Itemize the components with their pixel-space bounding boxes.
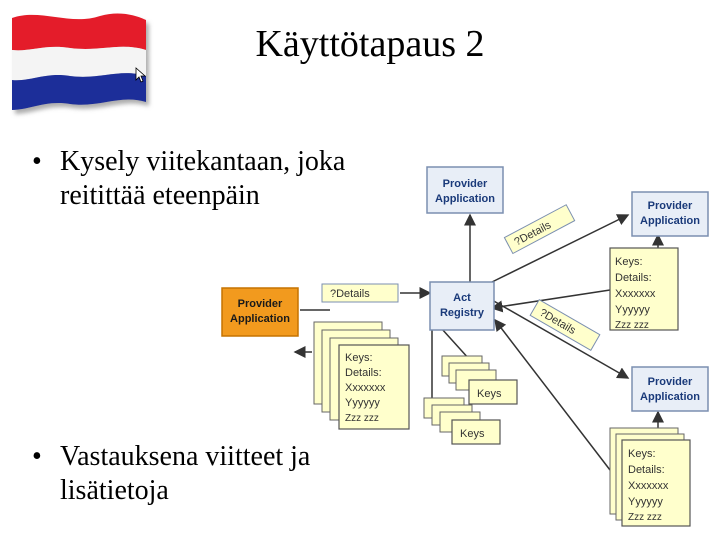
svg-text:Provider: Provider bbox=[648, 200, 693, 212]
svg-text:?Details: ?Details bbox=[330, 288, 370, 300]
provider-box-top: Provider Application bbox=[426, 166, 504, 214]
slide-title: Käyttötapaus 2 bbox=[255, 23, 485, 65]
query-label-left: ?Details bbox=[321, 283, 399, 303]
svg-text:Keys:: Keys: bbox=[615, 256, 643, 268]
bullet-item: • Kysely viitekantaan, joka reitittää et… bbox=[32, 145, 420, 213]
svg-text:Details:: Details: bbox=[628, 464, 665, 476]
bullet-text: Kysely viitekantaan, joka reitittää etee… bbox=[60, 146, 346, 211]
provider-box-orange: Provider Application bbox=[221, 287, 299, 337]
svg-text:Keys:: Keys: bbox=[345, 352, 373, 364]
svg-text:Xxxxxxx: Xxxxxxx bbox=[615, 288, 656, 300]
svg-text:Act: Act bbox=[453, 292, 471, 304]
response-notes-right-top: Keys: Details: Xxxxxxx Yyyyyy Zzz zzz bbox=[609, 247, 679, 331]
provider-box-right-2: Provider Application bbox=[631, 366, 709, 412]
svg-text:Provider: Provider bbox=[238, 298, 283, 310]
bullet-item: • Vastauksena viitteet ja lisätietoja bbox=[32, 440, 420, 508]
svg-text:Keys: Keys bbox=[460, 428, 485, 440]
svg-text:Xxxxxxx: Xxxxxxx bbox=[345, 382, 386, 394]
svg-text:Application: Application bbox=[640, 391, 700, 403]
key-stack-upper: Keys bbox=[441, 355, 518, 405]
key-stack-lower: Keys bbox=[423, 397, 501, 445]
response-notes-right-bottom: Keys: Details: Xxxxxxx Yyyyyy Zzz zzz bbox=[609, 427, 691, 527]
provider-box-right-1: Provider Application bbox=[631, 191, 709, 237]
svg-text:Registry: Registry bbox=[440, 307, 485, 319]
svg-text:Zzz zzz: Zzz zzz bbox=[345, 413, 379, 424]
svg-text:Provider: Provider bbox=[648, 376, 693, 388]
svg-text:Zzz zzz: Zzz zzz bbox=[628, 512, 662, 523]
act-registry-box: Act Registry bbox=[429, 281, 495, 331]
svg-text:Keys: Keys bbox=[477, 388, 502, 400]
svg-text:Application: Application bbox=[230, 313, 290, 325]
svg-text:Keys:: Keys: bbox=[628, 448, 656, 460]
svg-text:Yyyyyy: Yyyyyy bbox=[615, 304, 650, 316]
provider-top-label-2: Application bbox=[435, 193, 495, 205]
response-notes-left: Keys: Details: Xxxxxxx Yyyyyy Zzz zzz bbox=[313, 321, 410, 430]
svg-text:Details:: Details: bbox=[615, 272, 652, 284]
svg-text:Yyyyyy: Yyyyyy bbox=[628, 496, 663, 508]
svg-text:Xxxxxxx: Xxxxxxx bbox=[628, 480, 669, 492]
provider-top-label-1: Provider bbox=[443, 178, 488, 190]
bullet-marker: • bbox=[32, 146, 42, 177]
svg-text:Yyyyyy: Yyyyyy bbox=[345, 397, 380, 409]
bullet-text: Vastauksena viitteet ja lisätietoja bbox=[60, 441, 311, 506]
bullet-marker: • bbox=[32, 441, 42, 472]
svg-text:Details:: Details: bbox=[345, 367, 382, 379]
svg-text:Application: Application bbox=[640, 215, 700, 227]
svg-text:Zzz zzz: Zzz zzz bbox=[615, 320, 649, 331]
